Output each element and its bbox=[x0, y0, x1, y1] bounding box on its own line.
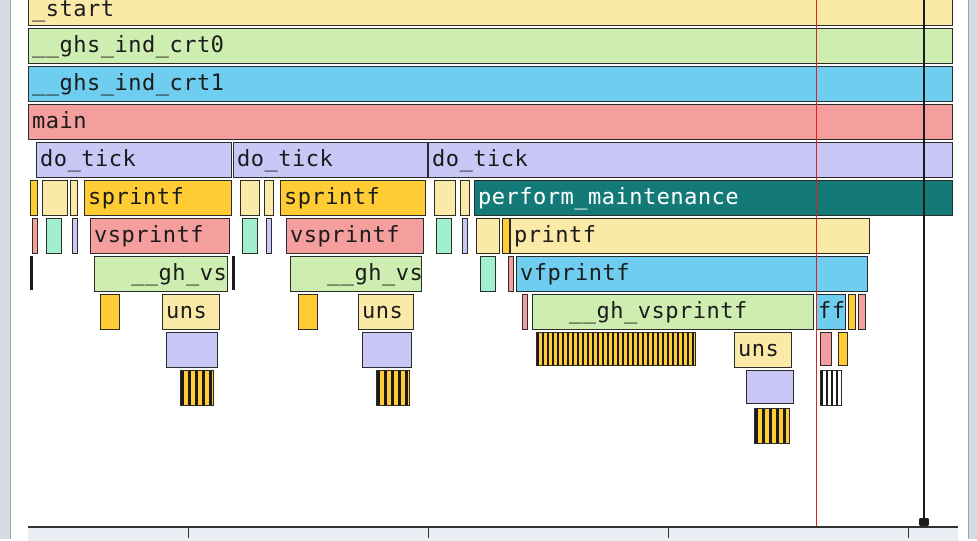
call-bar-thin bbox=[232, 256, 235, 290]
call-bar-small[interactable] bbox=[476, 218, 500, 254]
call-bar-sprintf-2[interactable]: sprintf bbox=[280, 180, 426, 216]
time-ruler[interactable] bbox=[28, 526, 958, 541]
call-bar-small[interactable] bbox=[242, 218, 258, 254]
call-bar-sample-strip bbox=[754, 408, 790, 444]
call-bar-perform-maintenance[interactable]: perform_maintenance bbox=[474, 180, 953, 216]
call-bar-main[interactable]: main bbox=[28, 104, 953, 140]
call-bar-do-tick-2[interactable]: do_tick bbox=[233, 142, 428, 178]
call-bar-small[interactable] bbox=[32, 218, 38, 254]
call-bar-small[interactable] bbox=[362, 332, 412, 368]
call-bar-uns-2[interactable]: uns bbox=[358, 294, 414, 330]
call-bar-do-tick-3[interactable]: do_tick bbox=[428, 142, 953, 178]
call-bar-small[interactable] bbox=[462, 218, 468, 254]
call-bar-sprintf-1[interactable]: sprintf bbox=[84, 180, 232, 216]
ruler-tick bbox=[188, 528, 189, 538]
time-marker[interactable] bbox=[923, 0, 925, 525]
call-bar-sample-strip bbox=[180, 370, 214, 406]
call-bar-small[interactable] bbox=[46, 218, 62, 254]
call-bar-thin bbox=[30, 256, 33, 290]
call-bar-vsprintf-2[interactable]: vsprintf bbox=[286, 218, 424, 254]
call-bar-gh-vsprintf[interactable]: __gh_vsprintf bbox=[532, 294, 814, 330]
call-bar-small[interactable] bbox=[858, 294, 866, 330]
call-bar-small[interactable] bbox=[70, 180, 78, 216]
call-bar-gh-vs-1[interactable]: __gh_vs bbox=[94, 256, 228, 292]
call-bar-printf[interactable]: printf bbox=[510, 218, 870, 254]
call-bar-small[interactable] bbox=[298, 294, 318, 330]
window-frame-left bbox=[0, 0, 11, 539]
call-bar-do-tick-1[interactable]: do_tick bbox=[36, 142, 232, 178]
call-bar-start[interactable]: _start bbox=[28, 0, 953, 26]
ruler-tick bbox=[428, 528, 429, 538]
ruler-tick bbox=[908, 528, 909, 538]
call-bar-small[interactable] bbox=[460, 180, 470, 216]
call-bar-ff[interactable]: ff bbox=[816, 294, 846, 330]
call-bar-ghs-ind-crt0[interactable]: __ghs_ind_crt0 bbox=[28, 28, 953, 64]
ruler-tick bbox=[668, 528, 669, 538]
call-bar-small[interactable] bbox=[502, 218, 510, 254]
call-bar-small[interactable] bbox=[264, 180, 274, 216]
call-bar-vfprintf[interactable]: vfprintf bbox=[516, 256, 868, 292]
call-bar-small[interactable] bbox=[436, 218, 452, 254]
call-bar-gh-vs-2[interactable]: __gh_vs bbox=[290, 256, 422, 292]
window-frame-right bbox=[968, 0, 977, 539]
call-bar-vsprintf-1[interactable]: vsprintf bbox=[90, 218, 230, 254]
call-bar-small[interactable] bbox=[266, 218, 272, 254]
call-bar-sample-strip bbox=[376, 370, 410, 406]
call-bar-sample-strip bbox=[536, 332, 696, 366]
call-bar-small[interactable] bbox=[508, 256, 514, 292]
call-bar-uns-1[interactable]: uns bbox=[162, 294, 220, 330]
time-cursor[interactable] bbox=[816, 0, 817, 528]
call-bar-small[interactable] bbox=[434, 180, 456, 216]
call-bar-small[interactable] bbox=[746, 370, 794, 404]
call-bar-uns-3[interactable]: uns bbox=[734, 332, 792, 368]
call-bar-ghs-ind-crt1[interactable]: __ghs_ind_crt1 bbox=[28, 66, 953, 102]
call-bar-small[interactable] bbox=[166, 332, 218, 368]
call-bar-small[interactable] bbox=[240, 180, 260, 216]
call-bar-small[interactable] bbox=[480, 256, 496, 292]
call-bar-small[interactable] bbox=[42, 180, 68, 216]
time-marker-handle[interactable] bbox=[919, 518, 929, 526]
call-bar-small[interactable] bbox=[522, 294, 528, 330]
call-bar-sample-strip bbox=[820, 370, 842, 406]
call-bar-small[interactable] bbox=[820, 332, 832, 366]
call-bar-small[interactable] bbox=[30, 180, 38, 216]
call-bar-small[interactable] bbox=[100, 294, 120, 330]
call-bar-small[interactable] bbox=[72, 218, 78, 254]
call-bar-small[interactable] bbox=[848, 294, 856, 330]
call-bar-small[interactable] bbox=[838, 332, 848, 366]
